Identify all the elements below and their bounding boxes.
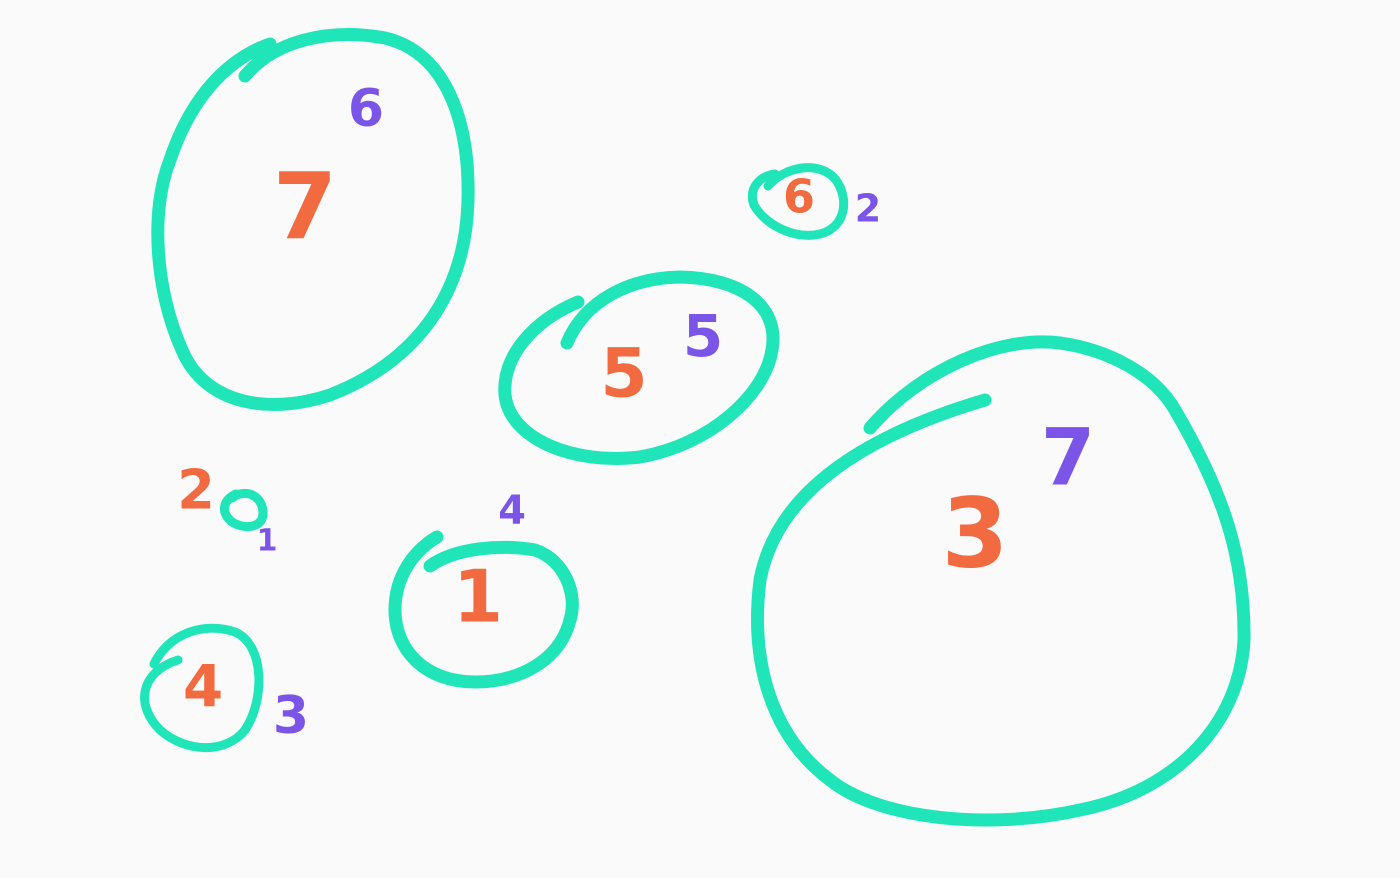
bubble-3-primary: 5 bbox=[600, 335, 647, 414]
bubble-1-secondary: 6 bbox=[348, 79, 384, 139]
bubble-6-circle bbox=[388, 530, 579, 689]
bubble-2-secondary: 2 bbox=[855, 187, 881, 231]
bubble-2-circle bbox=[748, 163, 849, 240]
bubble-2-primary: 6 bbox=[783, 170, 815, 224]
bubble-6-primary: 1 bbox=[453, 555, 503, 639]
bubble-7: 4 3 bbox=[140, 623, 309, 753]
bubble-6: 1 4 bbox=[388, 488, 579, 689]
bubble-5: 2 1 bbox=[177, 459, 277, 559]
bubble-1: 7 6 bbox=[151, 28, 475, 411]
bubble-1-circle bbox=[151, 28, 475, 411]
bubble-6-secondary: 4 bbox=[498, 488, 526, 534]
bubble-5-circle bbox=[220, 489, 268, 532]
bubble-5-secondary: 1 bbox=[257, 524, 278, 559]
bubble-4-circle bbox=[751, 335, 1251, 827]
bubble-2: 6 2 bbox=[748, 163, 881, 240]
bubble-7-circle bbox=[140, 623, 264, 753]
bubble-7-primary: 4 bbox=[183, 652, 223, 720]
bubble-4-secondary: 7 bbox=[1041, 413, 1095, 503]
bubble-3-secondary: 5 bbox=[683, 302, 723, 370]
bubble-1-primary: 7 bbox=[273, 153, 337, 260]
bubble-5-primary: 2 bbox=[177, 459, 215, 522]
bubble-4-primary: 3 bbox=[942, 477, 1009, 589]
bubble-3-circle bbox=[498, 270, 780, 465]
bubble-3: 5 5 bbox=[498, 270, 780, 465]
bubble-4: 3 7 bbox=[751, 335, 1251, 827]
bubble-7-secondary: 3 bbox=[273, 686, 309, 746]
